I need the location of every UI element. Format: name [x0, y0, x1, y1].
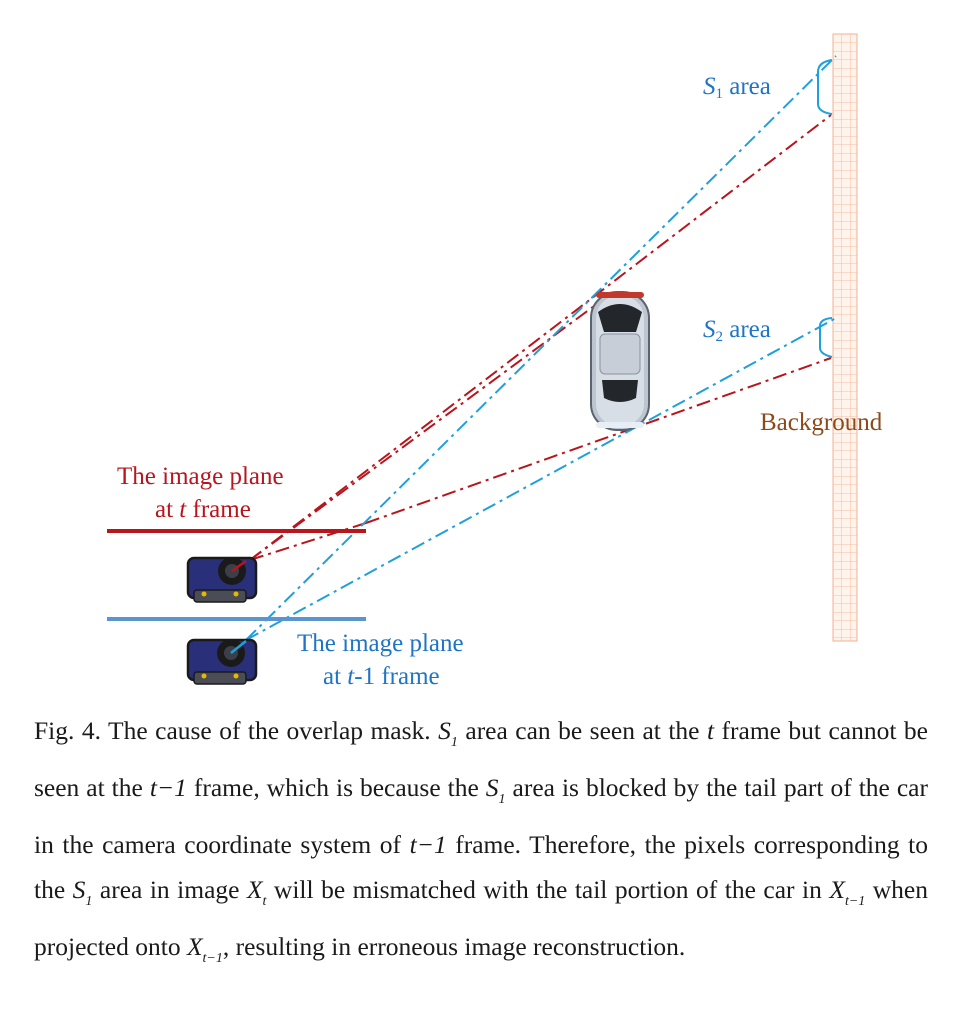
- s2-bracket: [819, 317, 833, 358]
- s1-bracket: [817, 59, 833, 115]
- image-plane-t1-line1: The image plane: [297, 630, 464, 657]
- background-wall: [832, 33, 858, 642]
- figure-diagram: [107, 33, 858, 685]
- caption-figno: Fig. 4.: [34, 716, 101, 745]
- car-icon: [590, 291, 650, 431]
- image-plane-t1-line2: at t-1 frame: [323, 663, 440, 690]
- s1-area-label: S1 area: [703, 73, 771, 102]
- figure: S1 area S2 area Background The image pla…: [107, 33, 883, 690]
- background-label: Background: [760, 409, 883, 436]
- blue-sight-lines: [245, 55, 837, 641]
- image-plane-t-line1: The image plane: [117, 463, 284, 490]
- sym-s: S: [438, 716, 451, 745]
- camera-t-icon: [186, 556, 258, 603]
- image-plane-t-line2: at t frame: [155, 496, 251, 523]
- s2-area-label: S2 area: [703, 316, 771, 345]
- figure-caption: Fig. 4. The cause of the overlap mask. S…: [34, 716, 929, 966]
- camera-t1-icon: [186, 638, 258, 685]
